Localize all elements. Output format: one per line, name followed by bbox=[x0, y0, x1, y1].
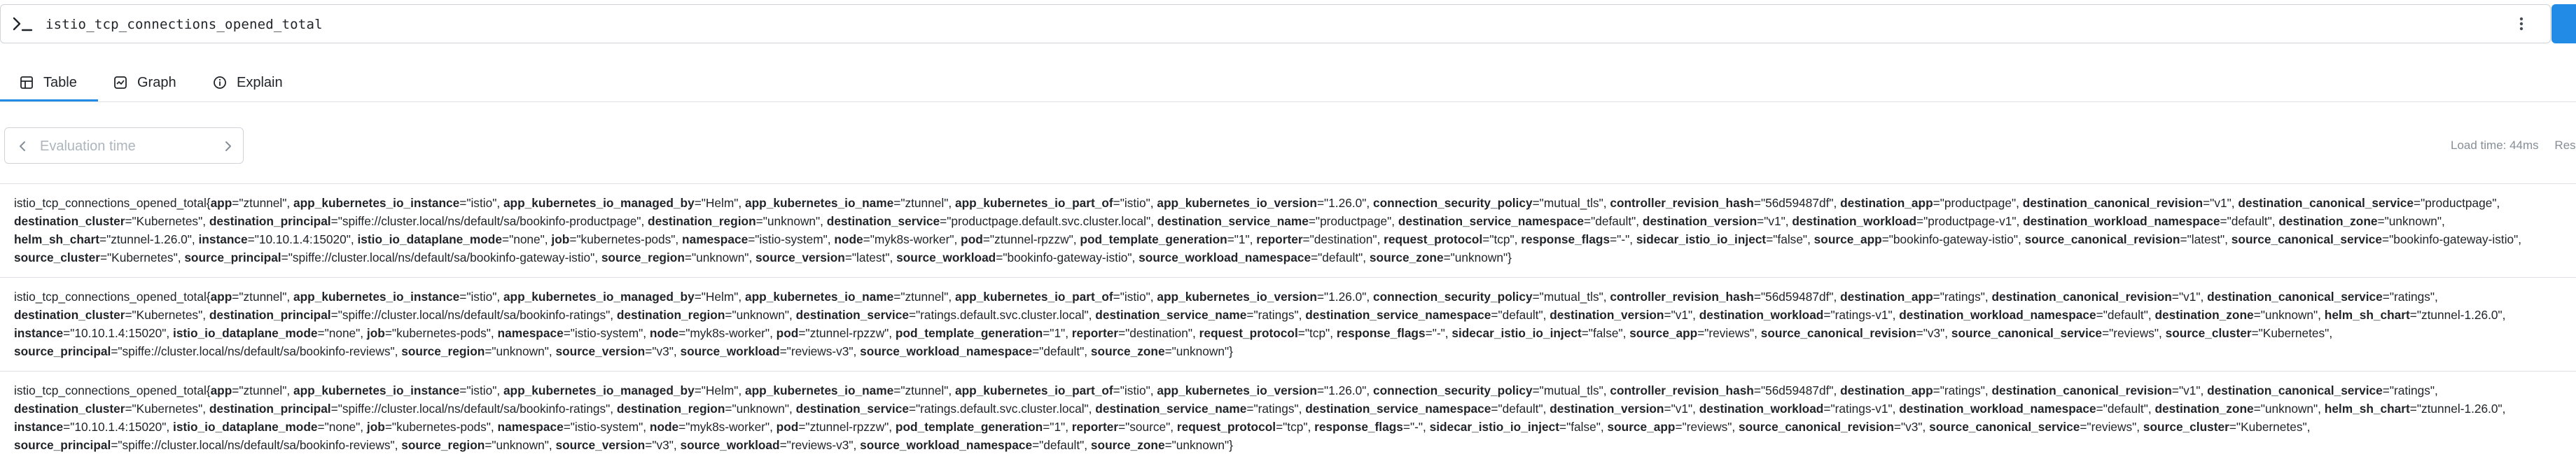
tab-explain[interactable]: Explain bbox=[213, 63, 283, 102]
series-label-line: instance="10.10.1.4:15020", istio_io_dat… bbox=[14, 420, 2311, 434]
query-input[interactable]: istio_tcp_connections_opened_total bbox=[0, 4, 2551, 43]
series-label-line: source_cluster="Kubernetes", source_prin… bbox=[14, 250, 1512, 264]
terminal-prompt-icon bbox=[12, 15, 33, 33]
table-icon bbox=[20, 76, 33, 89]
query-text: istio_tcp_connections_opened_total bbox=[46, 17, 323, 32]
query-stats: Load time: 44ms Resol bbox=[2451, 139, 2576, 153]
series-label-line: source_principal="spiffe://cluster.local… bbox=[14, 438, 1233, 452]
chevron-right-icon[interactable] bbox=[223, 139, 233, 153]
tab-table[interactable]: Table bbox=[20, 63, 77, 102]
chevron-left-icon[interactable] bbox=[18, 139, 27, 153]
table-row: istio_tcp_connections_opened_total{app="… bbox=[0, 371, 2576, 454]
series-label-line: destination_cluster="Kubernetes", destin… bbox=[14, 402, 2506, 416]
series-label-line: instance="10.10.1.4:15020", istio_io_dat… bbox=[14, 326, 2333, 340]
series-label-line: destination_cluster="Kubernetes", destin… bbox=[14, 308, 2506, 322]
evaluation-time-placeholder: Evaluation time bbox=[40, 139, 136, 154]
query-bar: istio_tcp_connections_opened_total bbox=[0, 4, 2551, 43]
tabs-divider bbox=[0, 101, 2576, 102]
resolution-fragment: Resol bbox=[2554, 139, 2576, 152]
series-label-line: istio_tcp_connections_opened_total{app="… bbox=[14, 196, 2500, 210]
load-time: Load time: 44ms bbox=[2451, 139, 2539, 152]
table-row: istio_tcp_connections_opened_total{app="… bbox=[0, 183, 2576, 267]
explain-icon bbox=[214, 76, 226, 89]
view-tabs: Table Graph Explain bbox=[0, 63, 2576, 102]
tab-graph[interactable]: Graph bbox=[113, 63, 176, 102]
tab-table-label: Table bbox=[43, 74, 77, 90]
series-label-line: helm_sh_chart="ztunnel-1.26.0", instance… bbox=[14, 232, 2522, 246]
series-label-line: istio_tcp_connections_opened_total{app="… bbox=[14, 383, 2438, 397]
table-row: istio_tcp_connections_opened_total{app="… bbox=[0, 277, 2576, 360]
execute-button[interactable] bbox=[2551, 4, 2576, 43]
series-label-line: destination_cluster="Kubernetes", destin… bbox=[14, 214, 2445, 228]
series-label-line: istio_tcp_connections_opened_total{app="… bbox=[14, 290, 2438, 304]
evaluation-time-input[interactable]: Evaluation time bbox=[4, 127, 244, 164]
active-tab-indicator bbox=[0, 99, 98, 101]
series-label-line: source_principal="spiffe://cluster.local… bbox=[14, 344, 1233, 358]
tab-graph-label: Graph bbox=[137, 74, 176, 90]
graph-icon bbox=[114, 76, 127, 89]
tab-explain-label: Explain bbox=[237, 74, 283, 90]
more-options-icon[interactable] bbox=[2517, 15, 2526, 33]
